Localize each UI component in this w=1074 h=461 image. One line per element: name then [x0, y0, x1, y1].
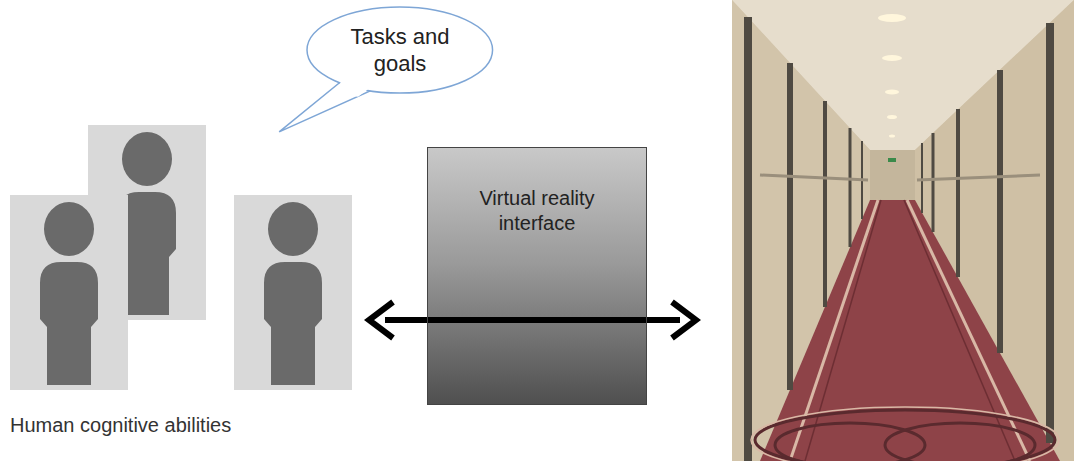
node-text: Virtual reality interface: [457, 186, 617, 236]
speech-bubble: Tasks and goals: [306, 6, 494, 94]
speech-bubble-outline: [306, 6, 494, 94]
node-text: Tasks and goals: [341, 23, 459, 78]
corridor-photo: [732, 0, 1074, 461]
person-figure: [234, 195, 352, 390]
interface-box-fill: [427, 147, 647, 405]
interface-box-fill: [427, 147, 647, 405]
person-figure: [10, 195, 128, 390]
group-label: Human cognitive abilities: [10, 414, 231, 437]
interface-box: Virtual reality interface: [427, 147, 647, 405]
person-figures: [10, 125, 352, 390]
